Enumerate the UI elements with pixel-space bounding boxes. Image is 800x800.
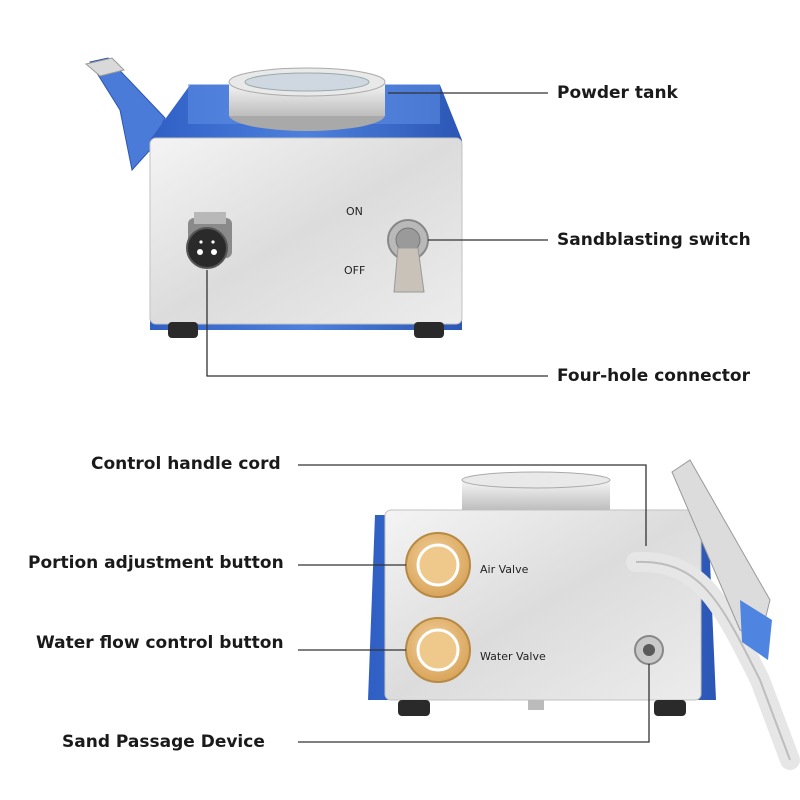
top-foot-right xyxy=(414,322,444,338)
sandblasting-switch-part xyxy=(387,219,429,293)
powder-tank-window xyxy=(244,72,370,92)
bottom-foot-right xyxy=(654,700,686,716)
bottom-device xyxy=(368,459,800,770)
switch-on-label: ON xyxy=(346,205,363,218)
water-valve-label: Water Valve xyxy=(480,650,546,663)
callout-control-handle-cord: Control handle cord xyxy=(91,454,281,474)
switch-off-label: OFF xyxy=(344,264,366,277)
air-valve-label: Air Valve xyxy=(480,563,529,576)
leader-lines xyxy=(206,92,650,743)
callout-portion-adjustment-button: Portion adjustment button xyxy=(28,553,284,573)
callout-sandblasting-switch: Sandblasting switch xyxy=(557,230,751,250)
bottom-foot-left xyxy=(398,700,430,716)
air-valve-knob xyxy=(405,532,471,598)
sand-passage-fitting xyxy=(634,635,664,665)
four-hole-connector-part xyxy=(186,212,232,269)
callout-sand-passage-device: Sand Passage Device xyxy=(62,732,265,752)
top-front-panel xyxy=(149,137,463,325)
water-valve-knob xyxy=(405,617,471,683)
top-handpiece-tip xyxy=(84,57,125,77)
top-device xyxy=(84,57,463,338)
callout-powder-tank: Powder tank xyxy=(557,83,678,103)
leader-control-handle-cord xyxy=(298,464,647,546)
leader-sand-passage xyxy=(298,664,650,743)
callout-four-hole-connector: Four-hole connector xyxy=(557,366,750,386)
callout-water-flow-control-button: Water flow control button xyxy=(36,633,284,653)
top-foot-left xyxy=(168,322,198,338)
leader-four-hole-connector xyxy=(206,270,548,377)
